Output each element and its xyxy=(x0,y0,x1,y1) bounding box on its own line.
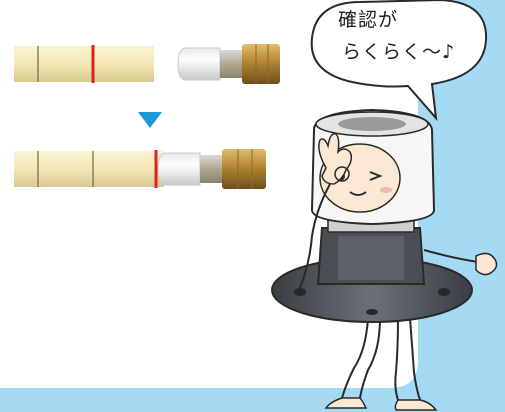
pipe-body xyxy=(14,46,154,82)
fitting-white-cap xyxy=(177,47,221,81)
mascot-eye-wink xyxy=(369,171,383,181)
bubble-line-2: らくらく〜♪ xyxy=(342,41,456,63)
fitting-after xyxy=(157,149,266,189)
fitting-clear-sleeve xyxy=(220,50,242,78)
mascot-hand xyxy=(475,252,498,276)
pipe-before xyxy=(14,45,154,83)
mascot-character xyxy=(271,108,498,411)
fitting-brass-nut xyxy=(222,149,266,189)
fitting-before xyxy=(177,44,280,84)
mascot-leg xyxy=(341,317,369,399)
mascot-foot xyxy=(394,399,438,411)
fitting-white-cap xyxy=(157,152,201,186)
pipe-after xyxy=(14,150,164,188)
speech-bubble xyxy=(310,0,488,122)
speech-bubble-text: 確認が らくらく〜♪ xyxy=(338,4,488,68)
down-arrow-icon xyxy=(138,112,162,128)
mascot-foot xyxy=(324,397,368,409)
mascot-arm xyxy=(423,249,479,263)
mascot-mouth xyxy=(349,191,367,196)
mascot-hand-ok xyxy=(318,133,353,185)
bubble-line-1: 確認が xyxy=(338,9,399,31)
mascot-arm xyxy=(299,183,331,289)
fitting-clear-sleeve xyxy=(200,155,222,183)
fitting-brass-nut xyxy=(242,44,280,84)
pipe-body xyxy=(14,151,164,187)
